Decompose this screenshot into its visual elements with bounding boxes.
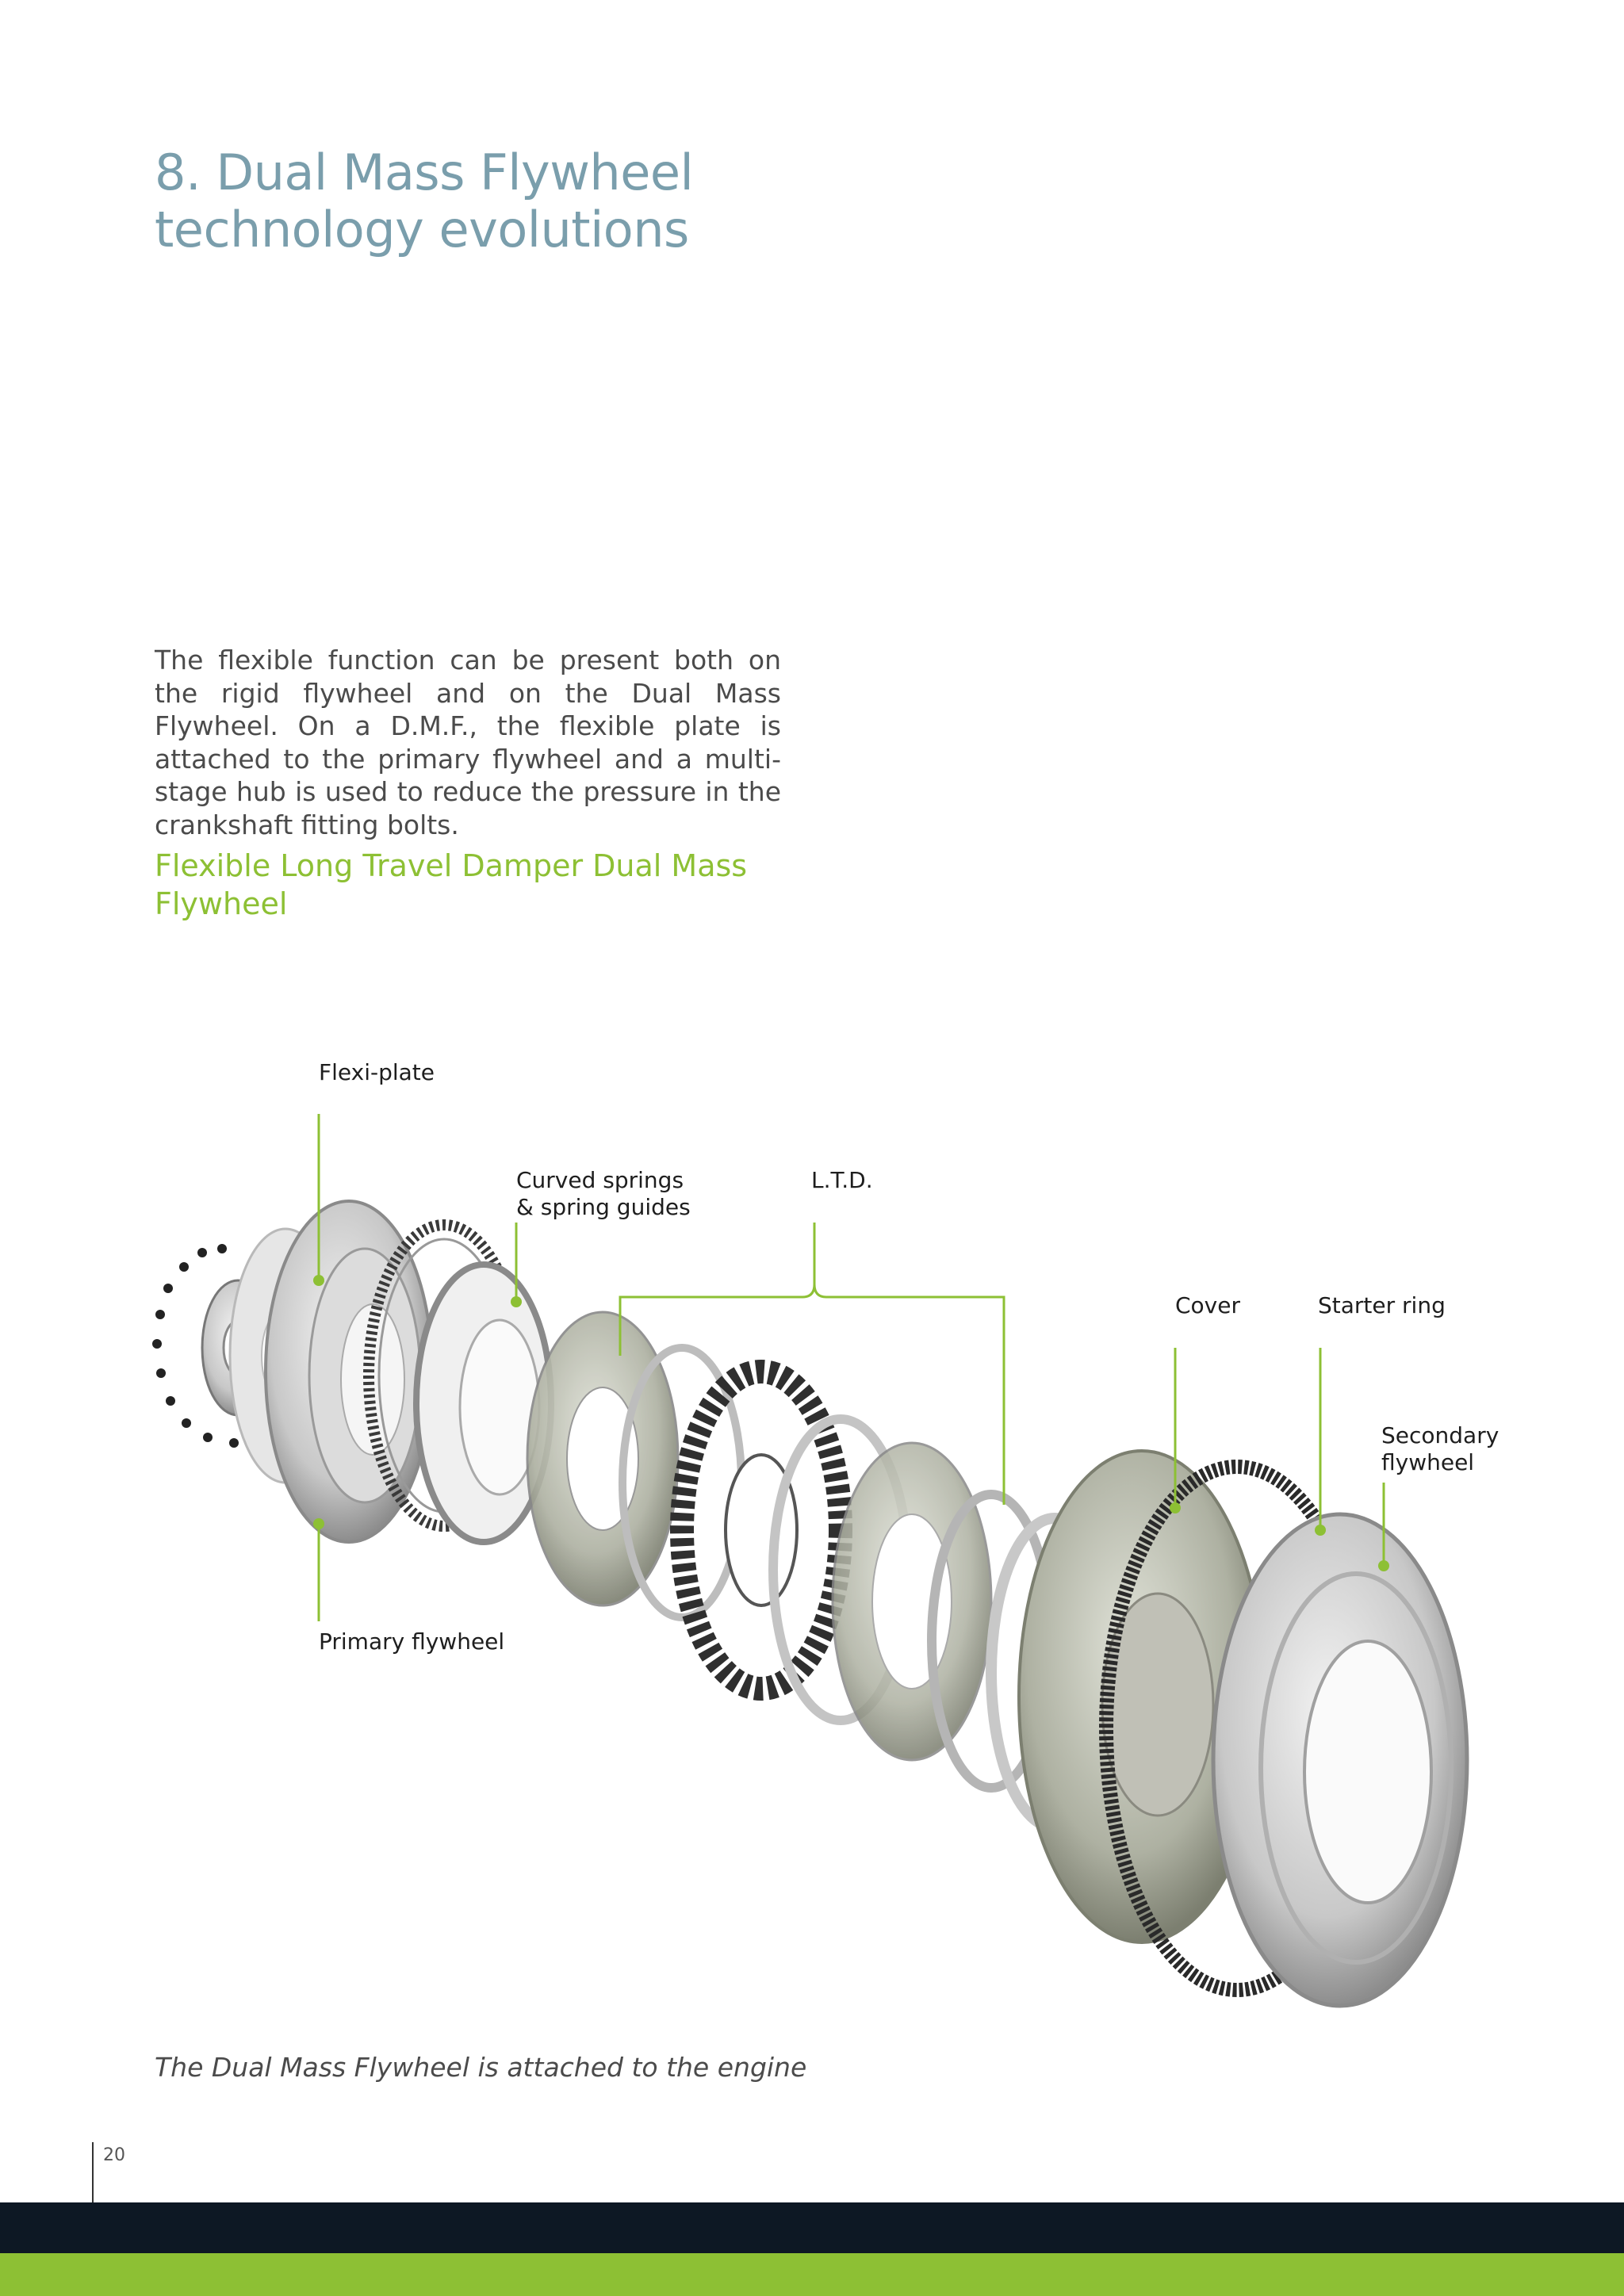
footer-green-band bbox=[0, 2253, 1624, 2296]
callout-ltd: L.T.D. bbox=[811, 1167, 873, 1193]
page-number: 20 bbox=[103, 2145, 125, 2165]
callout-secondary-flywheel-line-1: Secondary bbox=[1381, 1422, 1500, 1448]
cover-part bbox=[1017, 1449, 1266, 1944]
section-subtitle-line-1: Flexible Long Travel Damper Dual Mass bbox=[155, 848, 748, 883]
callout-cover: Cover bbox=[1175, 1292, 1240, 1318]
callout-secondary-flywheel: Secondary flywheel bbox=[1381, 1422, 1499, 1476]
exploded-flywheel-illustration bbox=[152, 1114, 1469, 2008]
fitting-bolts bbox=[152, 1244, 294, 1448]
page-title: 8. Dual Mass Flywheel technology evoluti… bbox=[155, 144, 694, 258]
callout-primary-flywheel: Primary flywheel bbox=[319, 1628, 505, 1655]
section-subtitle-line-2: Flywheel bbox=[155, 886, 288, 921]
callout-curved-springs-line-2: & spring guides bbox=[516, 1194, 691, 1220]
page-title-line-1: 8. Dual Mass Flywheel bbox=[155, 144, 694, 201]
page-number-rule bbox=[92, 2142, 94, 2253]
secondary-flywheel-part bbox=[1211, 1512, 1469, 2008]
ltd-part bbox=[526, 1311, 1124, 1833]
callout-curved-springs-line-1: Curved springs bbox=[516, 1167, 684, 1193]
page-title-line-2: technology evolutions bbox=[155, 201, 689, 258]
section-subtitle: Flexible Long Travel Damper Dual Mass Fl… bbox=[155, 847, 747, 923]
intro-paragraph: The flexible function can be present bot… bbox=[155, 645, 781, 840]
figure-caption: The Dual Mass Flywheel is attached to th… bbox=[155, 2052, 807, 2083]
callout-secondary-flywheel-line-2: flywheel bbox=[1381, 1449, 1475, 1475]
footer-dark-band bbox=[0, 2202, 1624, 2253]
callout-flexi-plate: Flexi-plate bbox=[319, 1059, 435, 1085]
spring-guide-ring-part bbox=[413, 1261, 554, 1545]
callout-leader-dots bbox=[313, 1275, 1389, 1571]
callout-leader-lines bbox=[317, 1114, 1385, 1621]
exploded-flywheel-diagram: Flexi-plate Curved springs & spring guid… bbox=[0, 1015, 1624, 2014]
callout-curved-springs: Curved springs & spring guides bbox=[516, 1167, 691, 1221]
callout-starter-ring: Starter ring bbox=[1318, 1292, 1446, 1318]
